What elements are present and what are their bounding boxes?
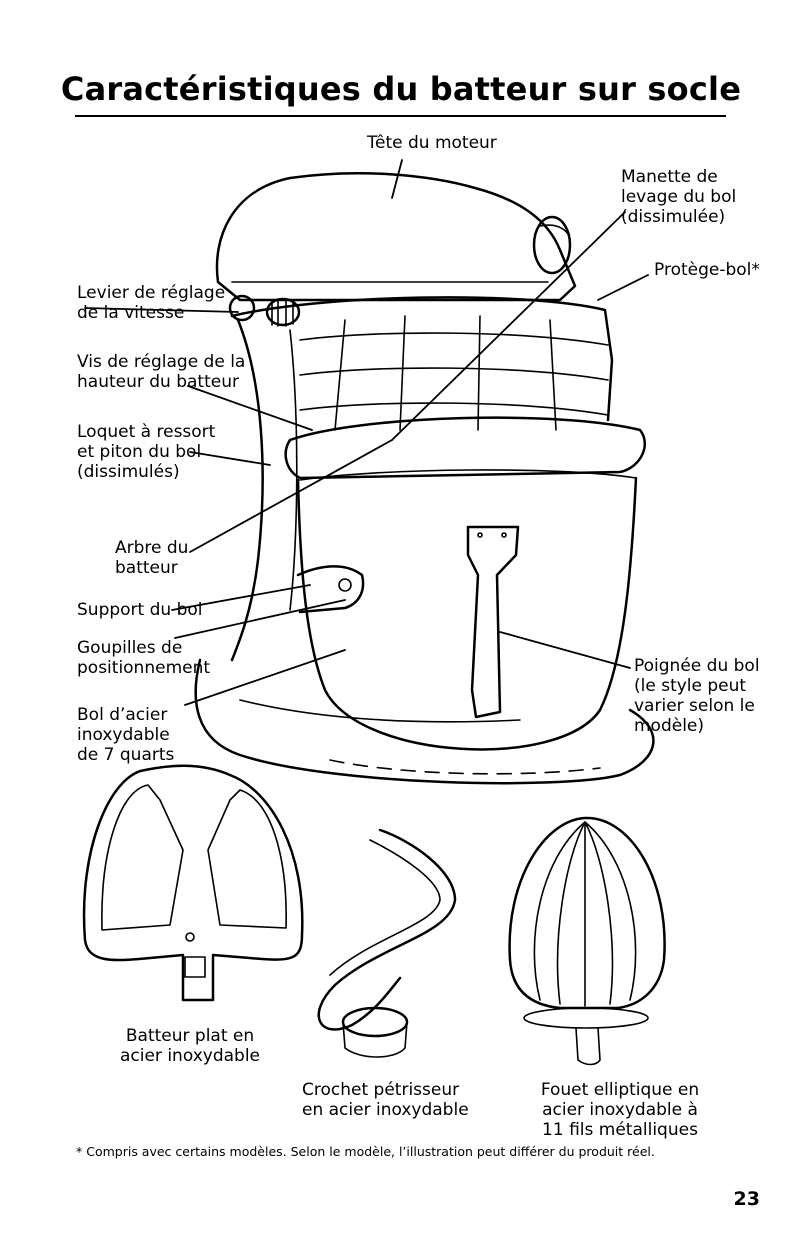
page-title: Caractéristiques du batteur sur socle [60, 70, 742, 108]
label-line: de 7 quarts [77, 745, 175, 765]
label-beater-shaft: Arbre du batteur [115, 538, 188, 578]
label-flat-beater: Batteur plat en acier inoxydable [95, 1026, 285, 1066]
label-lift-handle: Manette de levage du bol (dissimulée) [621, 167, 736, 227]
label-speed-lever: Levier de réglage de la vitesse [77, 283, 225, 323]
label-line: (le style peut [634, 676, 747, 696]
label-line: modèle) [634, 716, 705, 736]
label-line: hauteur du batteur [77, 372, 239, 392]
label-line: Bol d’acier [77, 705, 168, 725]
motor-head [215, 172, 577, 302]
wire-whip-drawing [508, 816, 666, 1010]
label-line: Crochet pétrisseur [302, 1080, 460, 1100]
label-spring-latch: Loquet à ressort et piton du bol (dissim… [77, 422, 215, 482]
label-line: Loquet à ressort [77, 422, 216, 442]
label-bowl-handle: Poignée du bol (le style peut varier sel… [634, 656, 760, 736]
label-bowl: Bol d’acier inoxydable de 7 quarts [77, 705, 174, 765]
label-line: acier inoxydable à [542, 1100, 698, 1120]
label-wire-whip: Fouet elliptique en acier inoxydable à 1… [520, 1080, 720, 1140]
dough-hook-hub [341, 1006, 409, 1038]
label-locating-pins: Goupilles de positionnement [77, 638, 210, 678]
label-line: de la vitesse [77, 303, 185, 323]
label-line: 11 fils métalliques [542, 1120, 698, 1140]
label-line: levage du bol [621, 187, 737, 207]
label-dough-hook: Crochet pétrisseur en acier inoxydable [302, 1080, 469, 1120]
label-motor-head: Tête du moteur [367, 133, 497, 153]
label-line: varier selon le [634, 696, 755, 716]
label-line: Arbre du [115, 538, 189, 558]
height-screw-cylinder [265, 297, 301, 327]
label-line: batteur [115, 558, 178, 578]
label-height-screw: Vis de réglage de la hauteur du batteur [77, 352, 245, 392]
bowl-guard [230, 296, 614, 422]
label-line: Goupilles de [77, 638, 183, 658]
label-line: Fouet elliptique en [540, 1080, 700, 1100]
label-line: Batteur plat en [125, 1026, 255, 1046]
label-bowl-support: Support du bol [77, 600, 203, 620]
mixer-base [194, 658, 655, 785]
label-line: Vis de réglage de la [77, 352, 246, 372]
footnote: * Compris avec certains modèles. Selon l… [76, 1144, 655, 1159]
mixer-bowl [296, 476, 638, 751]
label-line: Poignée du bol [634, 656, 760, 676]
mixer-column [230, 318, 264, 662]
speed-lever-knob [228, 294, 256, 322]
label-line: (dissimulés) [77, 462, 180, 482]
dough-hook-drawing [317, 828, 457, 1031]
label-line: Manette de [621, 167, 718, 187]
label-line: en acier inoxydable [302, 1100, 469, 1120]
flat-beater-drawing [82, 764, 304, 1002]
bowl-handle-shape [466, 525, 520, 719]
label-line: Levier de réglage [77, 283, 226, 303]
page-number: 23 [733, 1188, 760, 1210]
label-bowl-guard: Protège-bol* [654, 260, 760, 280]
label-line: acier inoxydable [119, 1046, 261, 1066]
label-line: positionnement [77, 658, 211, 678]
label-line: inoxydable [77, 725, 170, 745]
title-rule [75, 115, 726, 117]
label-line: (dissimulée) [621, 207, 726, 227]
label-line: et piton du bol [77, 442, 202, 462]
